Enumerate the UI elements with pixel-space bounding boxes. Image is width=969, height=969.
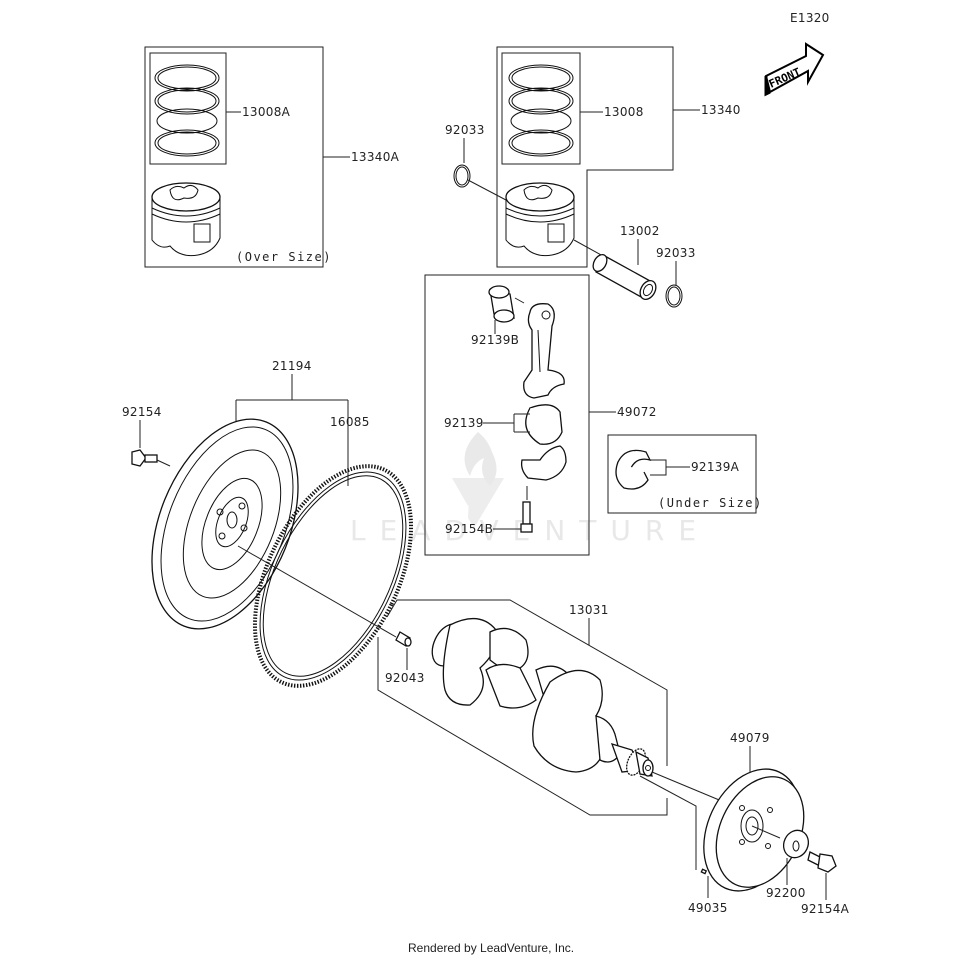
- part-label-13008A[interactable]: 13008A: [242, 105, 291, 119]
- standard-kit-box: [496, 46, 674, 268]
- conrod-bearing-upper: [525, 404, 563, 445]
- part-label-92033-left[interactable]: 92033: [445, 123, 485, 137]
- front-arrow-icon: FRONT: [764, 42, 825, 97]
- part-label-13031[interactable]: 13031: [569, 603, 609, 617]
- piston-pin: [592, 253, 657, 300]
- part-label-92154A[interactable]: 92154A: [801, 902, 850, 916]
- connecting-rod: [523, 303, 565, 399]
- circlip-left: [453, 164, 471, 188]
- conrod-bearing-undersize: [615, 449, 652, 490]
- part-label-92139A[interactable]: 92139A: [691, 460, 740, 474]
- small-end-bushing: [488, 285, 515, 323]
- part-label-49079[interactable]: 49079: [730, 731, 770, 745]
- crankshaft-bracket: [377, 599, 668, 816]
- conrod-assembly-box: [424, 274, 590, 556]
- part-label-16085[interactable]: 16085: [330, 415, 370, 429]
- pulley-bolt: [807, 851, 837, 873]
- piston-rings-oversize: [154, 64, 220, 157]
- undersize-note: (Under Size): [658, 496, 763, 510]
- part-label-92139[interactable]: 92139: [444, 416, 484, 430]
- oversize-kit-box: [144, 46, 324, 268]
- piston-oversize: [151, 182, 221, 257]
- part-label-92033-right[interactable]: 92033: [656, 246, 696, 260]
- part-label-13008[interactable]: 13008: [604, 105, 644, 119]
- part-label-21194[interactable]: 21194: [272, 359, 312, 373]
- part-label-92139B[interactable]: 92139B: [471, 333, 519, 347]
- crankshaft-key: [700, 868, 708, 875]
- standard-ring-box: [501, 52, 581, 165]
- undersize-bearing-box: [607, 434, 757, 514]
- conrod-bolt: [520, 501, 533, 533]
- conrod-cap: [520, 445, 567, 481]
- part-label-13340[interactable]: 13340: [701, 103, 741, 117]
- piston-rings-standard: [508, 64, 574, 157]
- diagram-code: E1320: [790, 11, 830, 25]
- flywheel-bolt: [131, 449, 158, 467]
- part-label-13002[interactable]: 13002: [620, 224, 660, 238]
- piston-standard: [505, 182, 575, 257]
- part-label-49072[interactable]: 49072: [617, 405, 657, 419]
- circlip-right: [665, 284, 683, 308]
- flywheel-ring-gear: [252, 464, 414, 688]
- crankshaft-pulley: [703, 768, 805, 892]
- part-label-92154B[interactable]: 92154B: [445, 522, 493, 536]
- part-label-92043[interactable]: 92043: [385, 671, 425, 685]
- footer-credit: Rendered by LeadVenture, Inc.: [408, 941, 574, 955]
- flywheel: [151, 418, 299, 630]
- part-label-13340A[interactable]: 13340A: [351, 150, 400, 164]
- part-label-49035[interactable]: 49035: [688, 901, 728, 915]
- pulley-washer: [782, 829, 810, 859]
- part-label-92200[interactable]: 92200: [766, 886, 806, 900]
- crankshaft: [431, 618, 654, 777]
- dowel-pin: [395, 631, 412, 647]
- oversize-note: (Over Size): [236, 250, 332, 264]
- leadventure-watermark-logo: [452, 432, 504, 528]
- part-label-92154[interactable]: 92154: [122, 405, 162, 419]
- oversize-ring-box: [149, 52, 227, 165]
